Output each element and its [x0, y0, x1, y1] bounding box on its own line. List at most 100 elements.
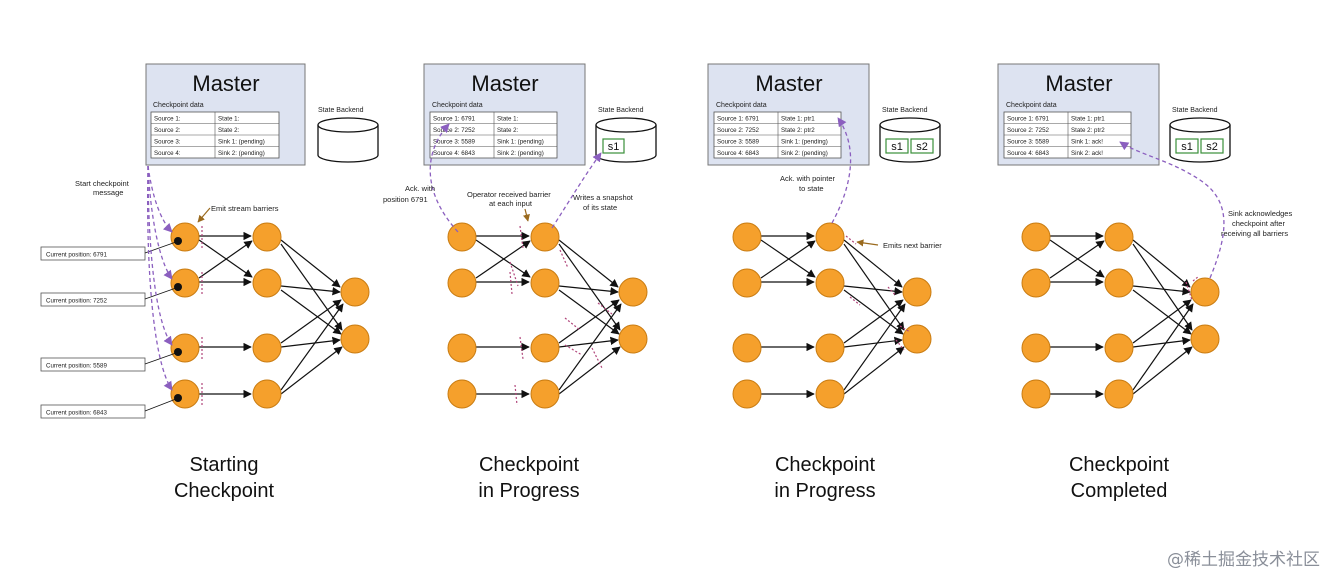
table-cell: State 2: ptr2 [781, 127, 815, 134]
panel-caption: Checkpoint [775, 454, 876, 476]
stream-edges [760, 231, 906, 399]
table-cell: Source 4: [154, 150, 181, 157]
operator-nodes [447, 222, 648, 409]
panel-caption: in Progress [478, 480, 579, 502]
table-cell: State 1: [497, 116, 519, 123]
source-node-3 [170, 333, 200, 363]
checkpoint-data-label: Checkpoint data [153, 102, 204, 109]
panel-caption: Checkpoint [479, 454, 580, 476]
state-backend-cylinder: s1 [595, 117, 657, 163]
backend-item-box [1200, 138, 1224, 154]
table-cell: Sink 2: (pending) [781, 150, 828, 157]
operator-node [252, 268, 282, 298]
source-node-2 [170, 268, 200, 298]
backend-item: s2 [1206, 141, 1218, 153]
annotation-sink-ack: checkpoint after [1232, 219, 1285, 228]
panel-caption: Checkpoint [174, 480, 275, 502]
checkpoint-table: Source 1: State 1: Source 2: State 2: So… [150, 111, 280, 159]
state-backend-label: State Backend [882, 107, 928, 114]
state-backend-cylinder: s1 s2 [1169, 117, 1231, 163]
table-cell: Source 1: 6791 [1007, 116, 1050, 123]
annotation-emits-next-barrier: Emits next barrier [883, 241, 942, 250]
operator-node [252, 379, 282, 409]
stream-edges [198, 231, 344, 399]
stream-barriers [845, 235, 911, 351]
annotation-sink-ack: receiving all barriers [1221, 229, 1288, 238]
operator-node [252, 222, 282, 252]
table-cell: Source 4: 6843 [433, 150, 476, 157]
panel-checkpoint-in-progress-1: Master Checkpoint data Source 1: 6791 St… [383, 63, 657, 502]
position-label: Current position: 5589 [46, 363, 107, 370]
state-backend-label: State Backend [1172, 107, 1218, 114]
ack-messages [429, 123, 602, 233]
panel-caption: in Progress [774, 480, 875, 502]
table-cell: Source 3: 5589 [717, 139, 760, 146]
master-title: Master [1045, 71, 1112, 96]
annotation-operator-received: Operator received barrier [467, 190, 551, 199]
table-cell: Source 3: 5589 [1007, 139, 1050, 146]
operator-nodes [170, 222, 370, 409]
panel-checkpoint-in-progress-2: Master Checkpoint data Source 1: 6791 St… [707, 63, 942, 502]
table-cell: State 2: ptr2 [1071, 127, 1105, 134]
stream-edges [1049, 231, 1194, 399]
annotation-ack: Ack. with [405, 184, 435, 193]
state-backend-cylinder [317, 117, 379, 163]
master-box: Master Checkpoint data Source 1: 6791 St… [707, 63, 870, 166]
operator-nodes [1021, 222, 1220, 409]
panel-caption: Starting [190, 454, 259, 476]
backend-item: s1 [608, 141, 620, 153]
start-checkpoint-messages [146, 165, 173, 391]
table-cell: State 2: [218, 127, 240, 134]
ack-messages [1119, 141, 1225, 279]
annotation-start-message: Start checkpoint [75, 179, 130, 188]
table-cell: Source 3: 5589 [433, 139, 476, 146]
checkpoint-data-label: Checkpoint data [432, 102, 483, 109]
panel-checkpoint-completed: Master Checkpoint data Source 1: 6791 St… [997, 63, 1292, 502]
state-backend-cylinder: s1 s2 [879, 117, 941, 163]
checkpoint-table: Source 1: 6791 State 1: ptr1 Source 2: 7… [1003, 111, 1132, 159]
sink-node-1 [340, 277, 370, 307]
table-cell: State 1: [218, 116, 240, 123]
watermark: @稀土掘金技术社区 [1167, 550, 1320, 570]
position-label: Current position: 6843 [46, 410, 107, 417]
table-cell: Source 1: [154, 116, 181, 123]
table-cell: Sink 2: (pending) [497, 150, 544, 157]
position-label: Current position: 6791 [46, 252, 107, 259]
panel-starting-checkpoint: Master Checkpoint data Source 1: State 1… [40, 63, 379, 502]
annotation-ack-pointer: to state [799, 184, 824, 193]
backend-item-box [885, 138, 909, 154]
master-box: Master Checkpoint data Source 1: 6791 St… [997, 63, 1160, 166]
table-cell: Source 2: 7252 [717, 127, 760, 134]
table-cell: Source 1: 6791 [433, 116, 476, 123]
master-title: Master [192, 71, 259, 96]
stream-barriers [1185, 275, 1200, 301]
position-label: Current position: 7252 [46, 298, 107, 305]
stream-edges [475, 231, 622, 399]
operator-nodes [732, 222, 932, 409]
checkpoint-table: Source 1: 6791 State 1: ptr1 Source 2: 7… [713, 111, 842, 159]
master-box: Master Checkpoint data Source 1: 6791 St… [423, 63, 586, 166]
annotation-ack: position 6791 [383, 195, 428, 204]
position-boxes: Current position: 6791 Current position:… [40, 241, 177, 419]
table-cell: State 1: ptr1 [781, 116, 815, 123]
checkpoint-data-label: Checkpoint data [1006, 102, 1057, 109]
table-cell: State 2: [497, 127, 519, 134]
table-cell: Sink 2: (pending) [218, 150, 265, 157]
table-cell: Source 4: 6843 [1007, 150, 1050, 157]
checkpoint-table: Source 1: 6791 State 1: Source 2: 7252 S… [429, 111, 558, 159]
table-cell: Sink 1: (pending) [497, 139, 544, 146]
table-cell: Source 3: [154, 139, 181, 146]
table-cell: Source 2: 7252 [433, 127, 476, 134]
source-node-1 [170, 222, 200, 252]
panel-caption: Checkpoint [1069, 454, 1170, 476]
state-backend-label: State Backend [318, 107, 364, 114]
annotation-start-message: message [93, 188, 123, 197]
backend-item-box [1175, 138, 1199, 154]
backend-item: s1 [891, 141, 903, 153]
backend-item-box [910, 138, 934, 154]
table-cell: Sink 1: (pending) [218, 139, 265, 146]
state-backend-label: State Backend [598, 107, 644, 114]
backend-item-box [602, 138, 625, 154]
source-node-4 [170, 379, 200, 409]
